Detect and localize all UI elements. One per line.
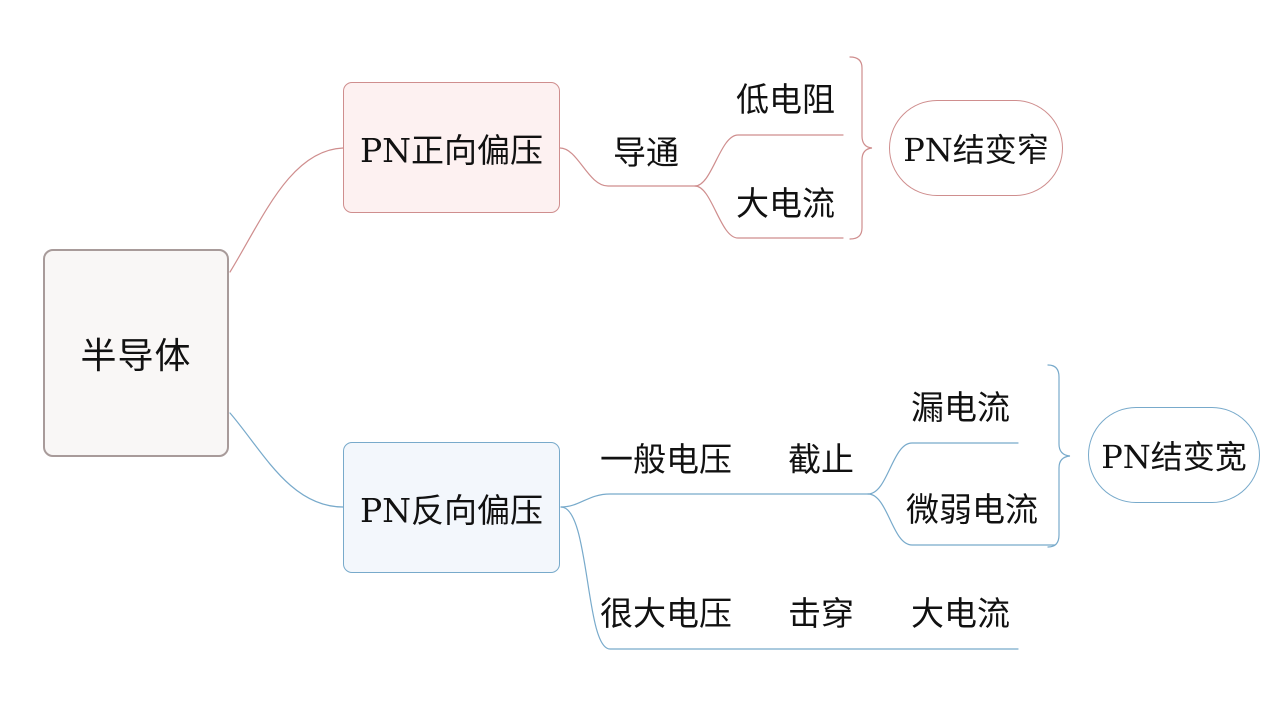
conduct-topic[interactable]: 导通 [613,133,679,172]
low-resistance-topic[interactable]: 低电阻 [736,80,835,119]
brace-reverse [1047,364,1071,548]
reverse-bias-node[interactable]: PN反向偏压 [343,442,560,573]
junction-widens-summary[interactable]: PN结变宽 [1088,407,1260,503]
connector-root-to-forward [229,147,344,273]
leakage-current-topic[interactable]: 漏电流 [911,388,1010,427]
brace-forward [849,56,873,240]
breakdown-large-current-topic[interactable]: 大电流 [911,594,1010,633]
large-current-topic[interactable]: 大电流 [736,184,835,223]
connector-cutoff-to-weak [867,493,1056,546]
forward-bias-node[interactable]: PN正向偏压 [343,82,560,213]
root-node-label: 半导体 [80,336,192,377]
connector-reverse-to-normal [560,493,869,508]
reverse-bias-label: PN反向偏压 [359,490,544,530]
connector-conduct-to-bigcurrent [694,185,844,239]
connector-cutoff-to-leak [867,442,1019,495]
junction-narrows-summary[interactable]: PN结变窄 [889,100,1063,196]
junction-widens-label: PN结变宽 [1101,438,1247,476]
cutoff-topic[interactable]: 截止 [788,440,854,479]
root-node[interactable]: 半导体 [43,249,229,457]
weak-current-topic[interactable]: 微弱电流 [906,490,1038,529]
connector-forward-to-conduct [559,147,696,187]
connector-conduct-to-lowres [694,134,844,187]
connector-reverse-to-high [560,506,1019,650]
high-voltage-topic[interactable]: 很大电压 [600,594,732,633]
junction-narrows-label: PN结变窄 [903,131,1049,169]
normal-voltage-topic[interactable]: 一般电压 [600,440,732,479]
forward-bias-label: PN正向偏压 [359,130,544,170]
connector-root-to-reverse [229,412,344,508]
breakdown-topic[interactable]: 击穿 [788,594,854,633]
